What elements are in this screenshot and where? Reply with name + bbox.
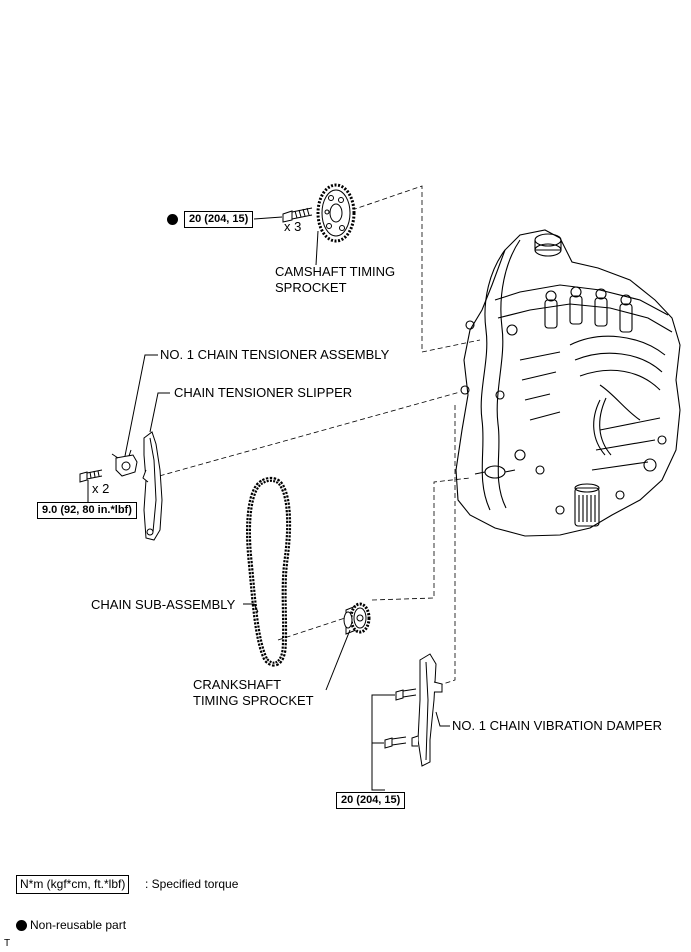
- tensioner-assembly-label: NO. 1 CHAIN TENSIONER ASSEMBLY: [160, 347, 390, 362]
- chain-label: CHAIN SUB-ASSEMBLY: [91, 597, 236, 612]
- legend-torque-desc: : Specified torque: [145, 877, 239, 891]
- assembly-guide-lines: [151, 185, 481, 686]
- camshaft-sprocket-label-1: CAMSHAFT TIMING: [275, 264, 396, 279]
- non-reusable-marker: [167, 214, 178, 225]
- legend-torque-box: N*m (kgf*cm, ft.*lbf): [16, 875, 130, 894]
- damper-bolt-torque: 20 (204, 15): [336, 792, 406, 809]
- tensioner-assembly: [111, 449, 138, 477]
- tensioner-bolt-torque: 9.0 (92, 80 in.*lbf): [37, 502, 137, 519]
- crankshaft-sprocket-label-2: TIMING SPROCKET: [193, 693, 314, 708]
- tensioner-slipper: [142, 431, 163, 541]
- camshaft-sprocket-label-2: SPROCKET: [275, 280, 347, 295]
- vibration-damper: [411, 653, 443, 767]
- crankshaft-sprocket-label-1: CRANKSHAFT: [193, 677, 282, 692]
- damper-bolt: [384, 688, 417, 749]
- camshaft-bolt-torque: 20 (204, 15): [184, 211, 254, 228]
- tensioner-bolt-qty: x 2: [92, 481, 110, 496]
- crankshaft-sprocket: [343, 602, 371, 635]
- tensioner-slipper-label: CHAIN TENSIONER SLIPPER: [174, 385, 353, 400]
- tensioner-bolt: [79, 469, 103, 483]
- leader-lines: [87, 216, 450, 791]
- camshaft-bolt-qty: x 3: [284, 219, 302, 234]
- camshaft-sprocket: [316, 183, 356, 243]
- timing-chain: [246, 476, 292, 667]
- camshaft-bolt: [282, 207, 313, 223]
- legend-non-reusable-marker: [16, 920, 27, 931]
- vibration-damper-label: NO. 1 CHAIN VIBRATION DAMPER: [452, 718, 662, 733]
- engine-block: [455, 229, 681, 537]
- footer-mark: T: [4, 938, 11, 949]
- legend-nonreusable-desc: Non-reusable part: [30, 918, 127, 932]
